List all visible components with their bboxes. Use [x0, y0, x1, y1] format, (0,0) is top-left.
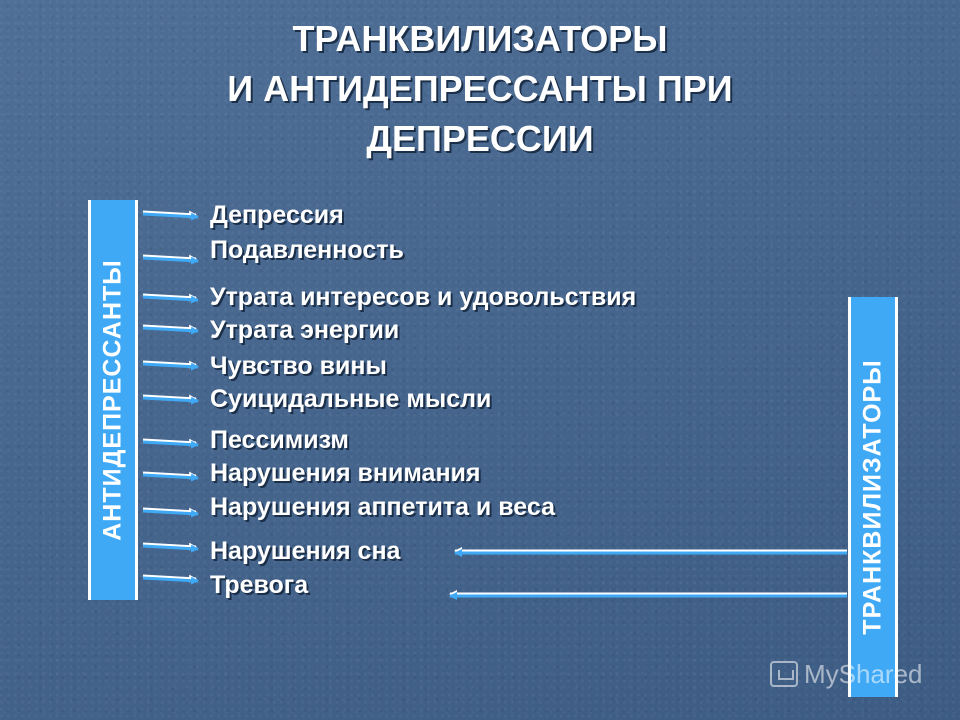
- symptom-pessimism: Пессимизм: [210, 426, 349, 454]
- logo-icon: [770, 661, 798, 687]
- symptom-attention-disorders: Нарушения внимания: [210, 459, 481, 487]
- tranquilizers-bar: ТРАНКВИЛИЗАТОРЫ: [848, 297, 898, 697]
- arrow-highlight-7: [142, 471, 197, 480]
- arrow-antidepressant-10: [142, 576, 199, 585]
- symptom-anxiety: Тревога: [210, 571, 309, 599]
- arrow-antidepressant-5: [142, 396, 199, 405]
- arrow-highlight-2: [142, 293, 197, 302]
- title-line-2: И АНТИДЕПРЕССАНТЫ ПРИ: [227, 68, 733, 109]
- arrow-antidepressant-6: [142, 440, 199, 449]
- symptom-low-mood: Подавленность: [210, 236, 404, 264]
- arrow-antidepressant-1: [142, 256, 199, 265]
- title-line-1: ТРАНКВИЛИЗАТОРЫ: [292, 18, 668, 59]
- arrow-highlight-8: [142, 507, 197, 516]
- myshared-logo: MyShared: [770, 654, 923, 694]
- arrow-highlight-1: [142, 254, 197, 263]
- arrow-highlight-5: [142, 394, 197, 403]
- arrow-highlight-9: [142, 542, 197, 551]
- symptom-depression: Депрессия: [210, 201, 344, 229]
- symptom-guilt: Чувство вины: [210, 352, 387, 380]
- arrow-antidepressant-3: [142, 326, 199, 335]
- symptom-appetite-weight: Нарушения аппетита и веса: [210, 493, 555, 521]
- arrow-highlight-6: [142, 438, 197, 447]
- arrow-antidepressant-7: [142, 473, 199, 482]
- symptom-suicidal-thoughts: Суицидальные мысли: [210, 385, 492, 413]
- arrow-highlight-3: [142, 324, 197, 333]
- arrow-antidepressant-0: [142, 212, 199, 221]
- antidepressants-label: АНТИДЕПРЕССАНТЫ: [98, 259, 127, 541]
- logo-text: MyShared: [804, 658, 923, 689]
- slide-title: ТРАНКВИЛИЗАТОРЫ И АНТИДЕПРЕССАНТЫ ПРИ ДЕ…: [100, 14, 860, 164]
- symptom-loss-of-interest: Утрата интересов и удовольствия: [210, 283, 637, 311]
- antidepressant-arrows: [142, 210, 199, 585]
- arrow-antidepressant-9: [142, 544, 199, 553]
- antidepressants-bar: АНТИДЕПРЕССАНТЫ: [88, 200, 138, 600]
- arrow-antidepressant-8: [142, 509, 199, 518]
- arrow-highlight-10: [142, 574, 197, 583]
- symptom-sleep-disorders: Нарушения сна: [210, 537, 401, 565]
- tranquilizers-label: ТРАНКВИЛИЗАТОРЫ: [858, 359, 887, 635]
- tranquilizer-arrows: [449, 547, 847, 600]
- arrow-highlight-0: [142, 210, 197, 219]
- arrow-highlight-4: [142, 360, 197, 369]
- symptom-loss-of-energy: Утрата энергии: [210, 316, 400, 344]
- arrow-antidepressant-4: [142, 362, 199, 371]
- arrow-antidepressant-2: [142, 295, 199, 304]
- title-line-3: ДЕПРЕССИИ: [366, 118, 594, 159]
